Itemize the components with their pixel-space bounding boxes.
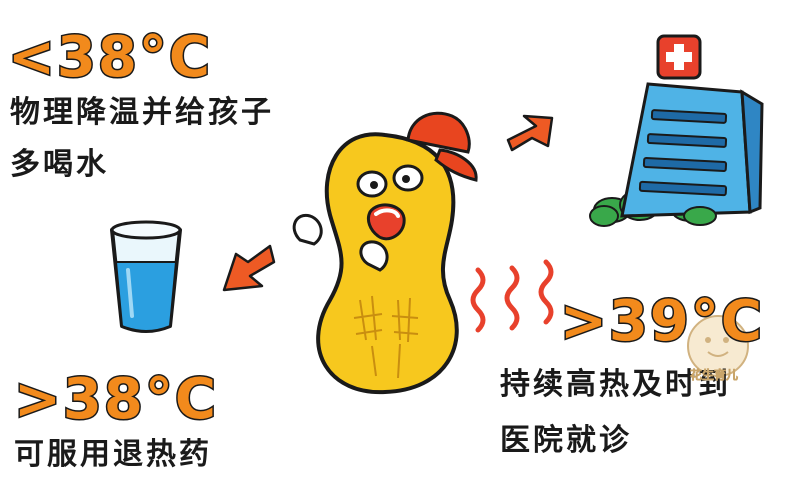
watermark-logo	[687, 315, 749, 377]
advice-high-line2: 医院就诊	[500, 423, 632, 458]
temperature-threshold-low: <38°C	[7, 25, 212, 90]
temperature-threshold-mid: >38°C	[13, 367, 218, 432]
advice-low-line1: 物理降温并给孩子	[10, 95, 274, 130]
advice-low-line2: 多喝水	[10, 147, 109, 182]
hospital-icon	[589, 34, 764, 227]
arrow-icon	[222, 114, 554, 292]
peanut-mascot	[292, 111, 478, 395]
watermark-text: 花生育儿	[690, 368, 739, 383]
advice-mid: 可服用退热药	[14, 437, 212, 472]
heat-wave-icon	[470, 259, 554, 333]
temperature-threshold-high: >39°C	[559, 289, 764, 354]
water-glass-icon	[110, 220, 182, 333]
advice-high-line1: 持续高热及时到	[500, 367, 731, 402]
